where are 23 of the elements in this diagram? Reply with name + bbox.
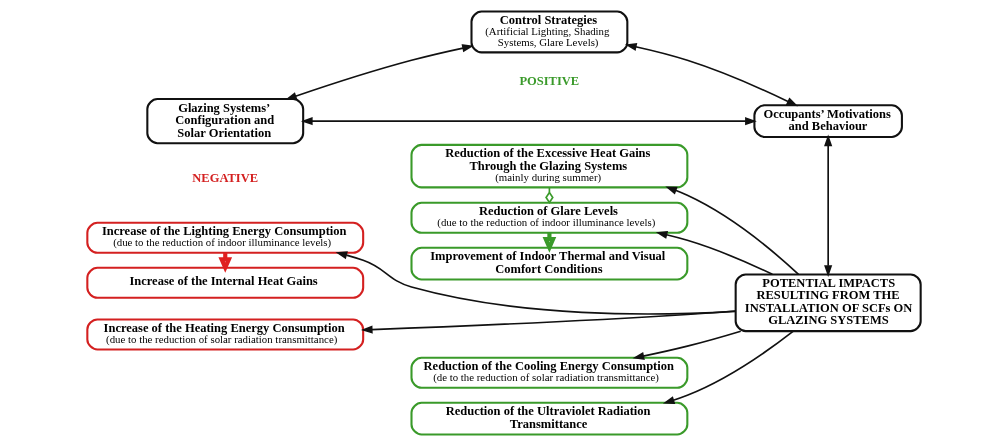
- arrow: [284, 44, 474, 100]
- arrow: [300, 117, 757, 126]
- node-box: POTENTIAL IMPACTS RESULTING FROM THE INSTALLATION OF SCFs ON GLAZING SYSTEMS: [734, 273, 922, 333]
- label: NEGATIVE: [191, 171, 258, 186]
- node-box: Control Strategies (Artificial Lighting, Shading Systems, Glare Levels): [469, 10, 628, 54]
- arrow: [662, 330, 794, 404]
- node-box: Increase of the Internal Heat Gains: [85, 266, 364, 299]
- node-box: Reduction of Glare Levels (due to the reduction of indoor illuminance levels): [409, 201, 688, 234]
- arrow: [624, 42, 798, 107]
- node-box: Improvement of Indoor Thermal and Visual Comfort Conditions: [409, 246, 688, 281]
- arrow: [664, 186, 799, 276]
- label: POSITIVE: [518, 73, 579, 88]
- arrow: [360, 310, 736, 334]
- node-box: Reduction of the Excessive Heat Gains Through the Glazing Systems (mainly during summer): [409, 143, 688, 189]
- node-box: Occupants’ Motivations and Behaviour: [752, 104, 903, 138]
- node-box: Reduction of the Ultraviolet Radiation Transmittance: [409, 401, 688, 436]
- arrow: [655, 230, 773, 276]
- arrow: [632, 330, 742, 360]
- arrow: [823, 134, 832, 277]
- node-box: Increase of the Heating Energy Consumption (due to the reduction of solar radiation transmittance): [85, 318, 364, 351]
- node-box: Glazing Systems’ Configuration and Solar Orientation: [145, 98, 304, 145]
- node-box: Increase of the Lighting Energy Consumption (due to the reduction of indoor illuminance levels): [85, 221, 364, 254]
- node-box: Reduction of the Cooling Energy Consumption (de to the reduction of solar radiation transmittance): [409, 356, 688, 389]
